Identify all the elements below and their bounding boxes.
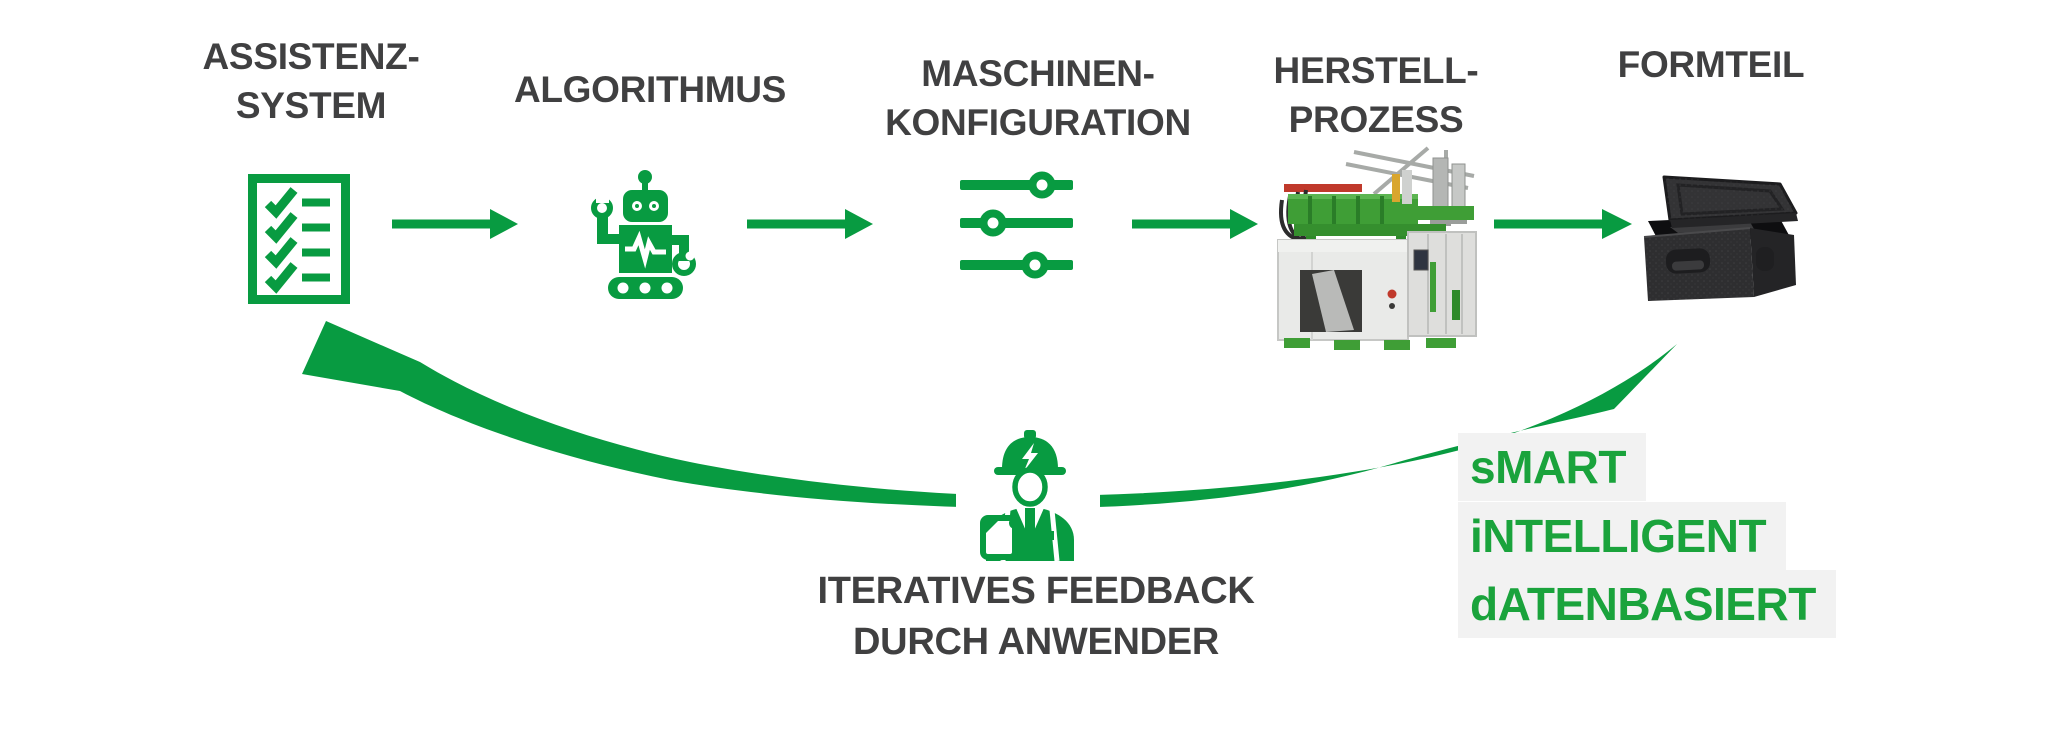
- machine-yellow-part: [1392, 174, 1400, 202]
- step-label-line: KONFIGURATION: [885, 102, 1191, 143]
- motto-line-smart: sMART: [1458, 433, 1646, 501]
- flow-arrow-4: [1494, 209, 1632, 239]
- step-label-line: PROZESS: [1288, 99, 1464, 140]
- motto-line-intelligent: iNTELLIGENT: [1458, 502, 1787, 570]
- flow-arrow-1: [392, 209, 518, 239]
- step-label-line: ALGORITHMUS: [513, 69, 787, 110]
- sliders-icon: [960, 171, 1073, 279]
- step-label-line: HERSTELL-: [1273, 50, 1479, 91]
- worker-icon-container: [956, 424, 1100, 570]
- step-label-line: FORMTEIL: [1617, 44, 1805, 85]
- machine-feet: [1284, 338, 1456, 350]
- robot-icon: [591, 170, 696, 299]
- helmet-bolt: [1022, 443, 1038, 471]
- step-label-algorithmus: ALGORITHMUS: [514, 65, 786, 114]
- feedback-label-line: DURCH ANWENDER: [853, 621, 1219, 663]
- feedback-label-line: ITERATIVES FEEDBACK: [817, 570, 1255, 612]
- box-body: [1643, 215, 1796, 301]
- step-label-line: SYSTEM: [235, 85, 387, 126]
- step-label-herstell-prozess: HERSTELL- PROZESS: [1274, 46, 1479, 144]
- flow-arrow-3: [1132, 209, 1258, 239]
- motto-line-datenbasiert: dATENBASIERT: [1458, 570, 1836, 638]
- molding-machine-photo: [1277, 146, 1477, 350]
- step-label-assistenz-system: ASSISTENZ- SYSTEM: [203, 32, 420, 130]
- feedback-curve-path: [302, 321, 1677, 509]
- machine-emergency-button: [1387, 289, 1397, 299]
- step-label-formteil: FORMTEIL: [1618, 40, 1805, 89]
- machine-red-bar: [1284, 184, 1362, 192]
- step-label-maschinen-konfiguration: MASCHINEN- KONFIGURATION: [885, 49, 1191, 147]
- step-label-line: ASSISTENZ-: [202, 36, 420, 77]
- machine-opening: [1300, 270, 1362, 332]
- step-label-line: MASCHINEN-: [921, 53, 1155, 94]
- worker-icon: [980, 430, 1074, 562]
- flow-arrow-2: [747, 209, 873, 239]
- feedback-label: ITERATIVES FEEDBACK DURCH ANWENDER: [818, 566, 1255, 668]
- foam-box-photo: [1643, 175, 1798, 301]
- checklist-icon: [248, 174, 350, 304]
- box-lid: [1662, 175, 1798, 228]
